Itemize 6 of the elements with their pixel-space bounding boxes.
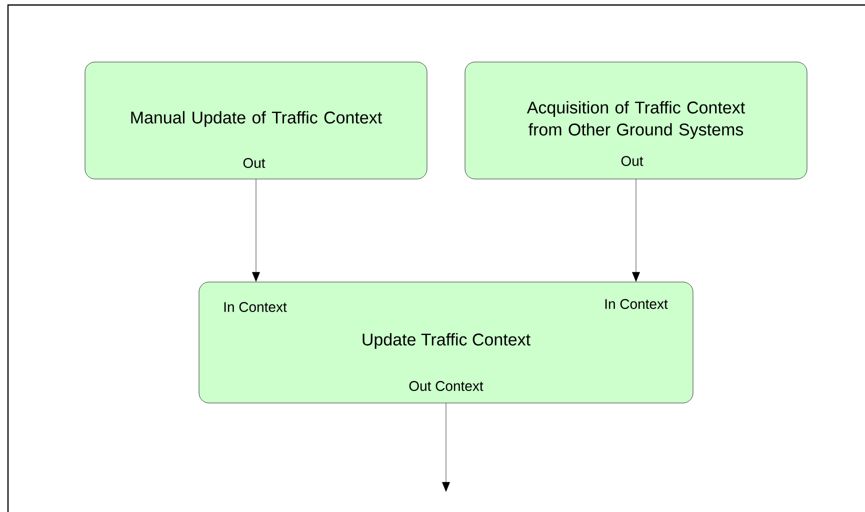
process-box: In Context In Context Update Traffic Context Out Context bbox=[198, 282, 694, 404]
process-box: Manual Update of Traffic Context Out bbox=[84, 62, 428, 180]
arrow bbox=[632, 178, 640, 282]
process-box: Acquisition of Traffic Context from Other Ground Systems Out bbox=[464, 62, 808, 180]
arrow bbox=[252, 178, 260, 282]
arrow bbox=[442, 402, 450, 492]
